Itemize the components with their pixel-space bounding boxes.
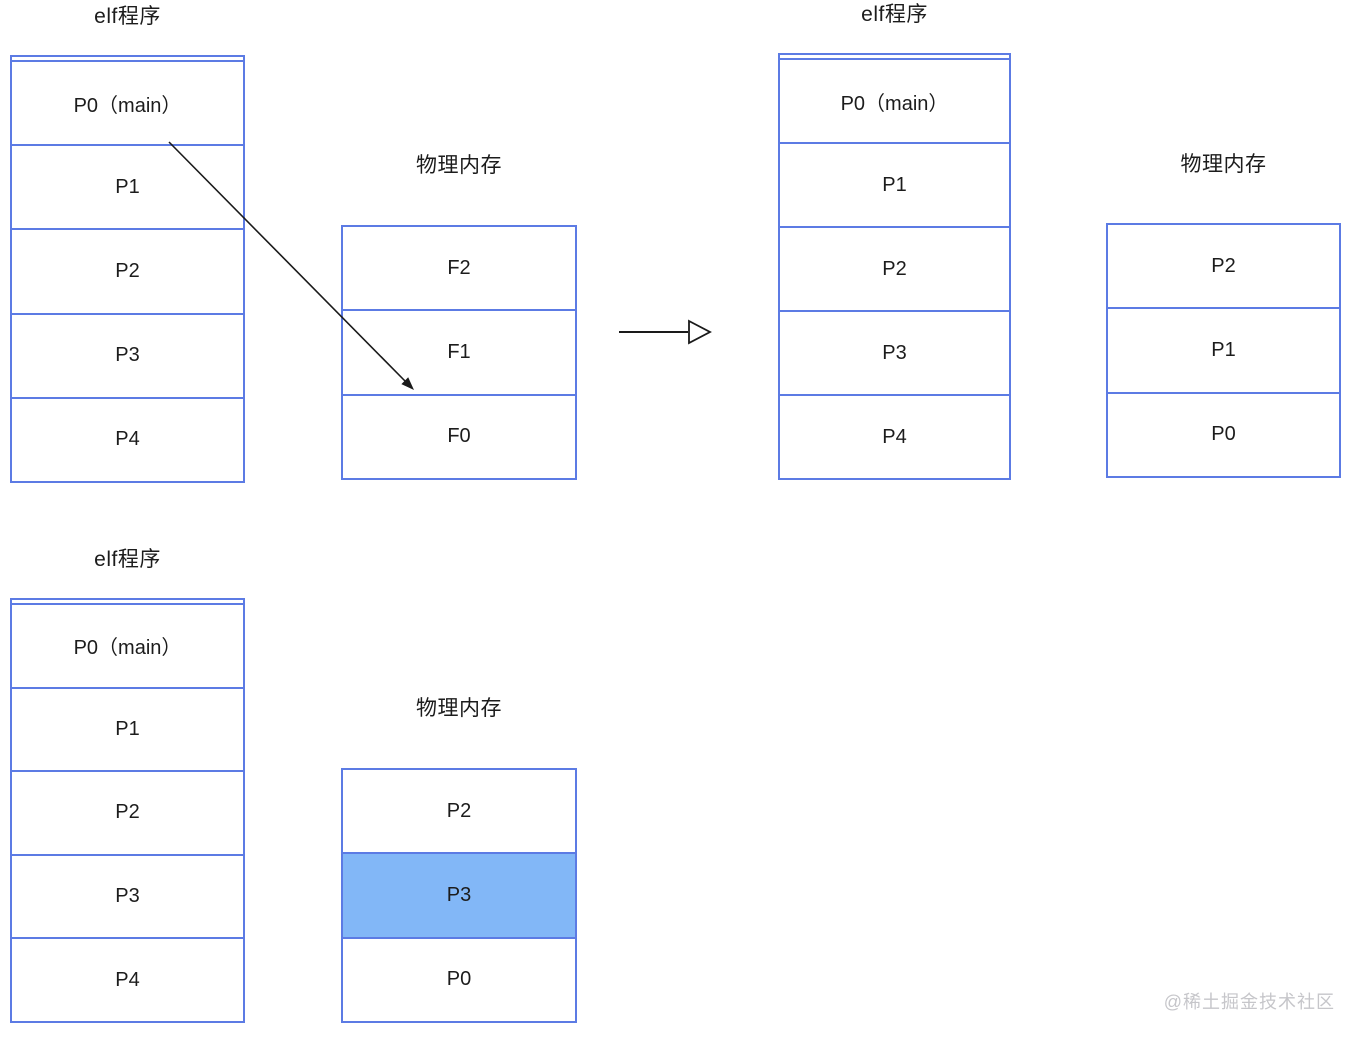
page-cell: P4 [780,394,1009,478]
before-phys-box: F2 F1 F0 [341,225,577,480]
frame-cell: F1 [343,309,575,394]
watermark: @稀土掘金技术社区 [1163,992,1335,1012]
before-elf-title: elf程序 [94,5,161,28]
transition-arrow [619,319,712,345]
page-cell: P4 [12,937,243,1021]
second-phys-title: 物理内存 [416,697,502,720]
frame-cell: P0 [1108,391,1339,476]
page-cell: P3 [12,312,243,397]
page-cell: P4 [12,396,243,482]
frame-cell-highlighted: P3 [343,852,575,937]
page-cell: P0（main） [780,58,1009,142]
second-elf-title: elf程序 [94,548,161,571]
page-cell: P3 [780,310,1009,394]
frame-cell: P1 [1108,307,1339,392]
frame-cell: P2 [1108,225,1339,308]
page-cell: P1 [12,144,243,229]
transition-arrowhead-icon [688,319,712,345]
frame-cell: F0 [343,393,575,478]
frame-cell: P0 [343,936,575,1021]
page-cell: P1 [780,142,1009,226]
before-phys-title: 物理内存 [416,154,502,177]
frame-cell: P2 [343,770,575,853]
page-cell: P2 [12,228,243,313]
page-cell: P0（main） [12,603,243,687]
before-elf-box: P0（main） P1 P2 P3 P4 [10,55,245,483]
page-cell: P2 [780,226,1009,310]
second-elf-box: P0（main） P1 P2 P3 P4 [10,598,245,1023]
frame-cell: F2 [343,227,575,310]
second-phys-box: P2 P3 P0 [341,768,577,1023]
after-elf-box: P0（main） P1 P2 P3 P4 [778,53,1011,480]
page-cell: P2 [12,770,243,854]
page-cell: P1 [12,686,243,771]
after-elf-title: elf程序 [861,3,928,26]
page-cell: P0（main） [12,60,243,145]
page-cell: P3 [12,853,243,938]
after-phys-box: P2 P1 P0 [1106,223,1341,478]
after-phys-title: 物理内存 [1180,153,1267,176]
